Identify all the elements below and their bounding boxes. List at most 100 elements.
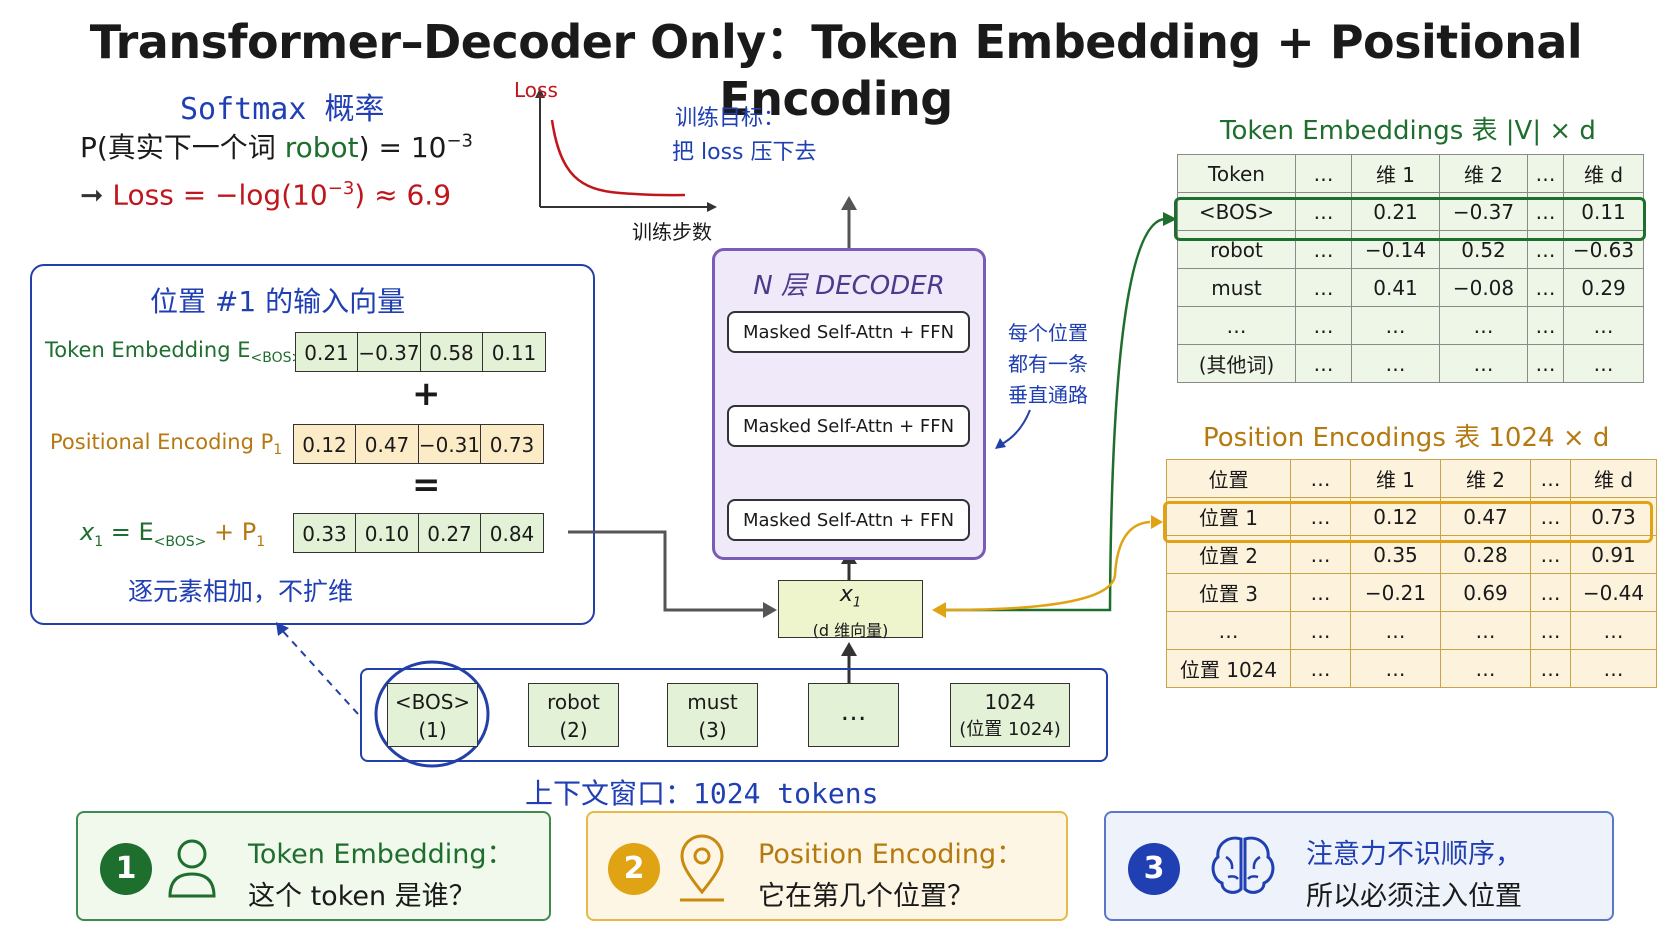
x1-plus-p: + P <box>206 518 257 546</box>
table-header-cell: … <box>1295 154 1352 193</box>
vector-cell: 0.11 <box>482 332 546 372</box>
table-cell: … <box>1527 344 1564 383</box>
token-text: robot <box>547 690 600 714</box>
card-number: 1 <box>100 843 152 895</box>
prob-word: robot <box>284 131 359 164</box>
table-row: ……………… <box>1177 306 1644 345</box>
x1-sub-p: 1 <box>256 533 266 550</box>
decoder-title: N 层 DECODER <box>753 271 945 301</box>
vector-cell: 0.33 <box>292 513 357 553</box>
loss-tail: ) ≈ 6.9 <box>354 178 452 212</box>
card-position-encoding <box>586 811 1068 921</box>
user-icon <box>168 839 216 898</box>
token-position: (3) <box>698 718 727 742</box>
table-cell: … <box>1177 306 1296 345</box>
table-cell: … <box>1563 306 1644 345</box>
table-cell: (其他词) <box>1177 344 1296 383</box>
table-header-cell: 维 d <box>1570 459 1657 498</box>
table-cell: … <box>1351 344 1440 383</box>
location-pin-icon <box>680 834 724 902</box>
table-cell: 0.29 <box>1563 268 1644 307</box>
card-title: Position Encoding： <box>758 839 1024 870</box>
table-cell: 0.41 <box>1351 268 1440 307</box>
table-cell: … <box>1563 344 1644 383</box>
prob-suffix: ) = 10 <box>358 131 447 164</box>
x1-box-sub: 1 <box>852 595 862 611</box>
card-subtitle: 它在第几个位置？ <box>758 881 974 912</box>
pos-table-title: Position Encodings 表 1024 × d <box>1203 423 1610 453</box>
card-attention-order <box>1104 811 1614 921</box>
context-token-ellipsis: … <box>808 683 899 747</box>
table-cell: −0.21 <box>1350 573 1441 612</box>
loss-axis-label: Loss <box>514 78 558 102</box>
x1-sub-bos: <BOS> <box>153 533 207 550</box>
loss-label: Loss = −log(10 <box>112 178 328 212</box>
table-header-cell: … <box>1530 459 1571 498</box>
context-window <box>360 668 1108 762</box>
token-embedding-label-text: Token Embedding E <box>45 338 251 362</box>
token-text: … <box>840 697 867 727</box>
context-token: must(3) <box>667 683 758 747</box>
x1-var: x <box>80 518 95 546</box>
prob-exponent: −3 <box>446 130 474 152</box>
table-cell: … <box>1290 573 1351 612</box>
loss-line: ➞ Loss = −log(10−3) ≈ 6.9 <box>80 178 451 211</box>
table-header-cell: 维 1 <box>1351 154 1440 193</box>
softmax-heading: Softmax 概率 <box>180 92 385 127</box>
table-cell: … <box>1350 611 1441 650</box>
table-cell: 位置 1024 <box>1166 649 1291 688</box>
table-cell: … <box>1570 649 1657 688</box>
table-cell: … <box>1350 649 1441 688</box>
table-cell: 0.69 <box>1440 573 1531 612</box>
vector-cell: 0.84 <box>480 513 544 553</box>
table-header-row: 位置 … 维 1 维 2 … 维 d <box>1166 459 1657 498</box>
loss-curve-plot <box>535 88 717 212</box>
loss-exponent: −3 <box>327 178 355 199</box>
table-row: ……………… <box>1166 611 1657 650</box>
table-cell: 位置 3 <box>1166 573 1291 612</box>
token-embedding-label: Token Embedding E<BOS> <box>45 338 303 366</box>
table-cell: … <box>1166 611 1291 650</box>
position1-row-highlight <box>1163 501 1653 543</box>
brain-icon <box>1211 836 1275 894</box>
token-text: <BOS> <box>394 690 471 714</box>
table-cell: … <box>1440 649 1531 688</box>
table-cell: … <box>1295 306 1352 345</box>
table-cell: … <box>1295 268 1352 307</box>
page-title: Transformer–Decoder Only：Token Embedding… <box>89 15 1583 126</box>
decoder-layer: Masked Self-Attn + FFN <box>727 311 970 353</box>
table-header-cell: … <box>1527 154 1564 193</box>
decoder-layer: Masked Self-Attn + FFN <box>727 405 970 447</box>
table-cell: … <box>1295 344 1352 383</box>
arrow-right-icon: ➞ <box>80 178 113 212</box>
token-position: (1) <box>418 718 447 742</box>
table-cell: … <box>1570 611 1657 650</box>
vector-cell: 0.58 <box>419 332 484 372</box>
side-note: 每个位置 都有一条 垂直通路 <box>1008 318 1088 411</box>
table-cell: … <box>1527 230 1564 269</box>
table-cell: … <box>1530 649 1571 688</box>
table-cell: 0.52 <box>1439 230 1528 269</box>
equals-sign: = <box>412 465 441 505</box>
card-subtitle: 所以必须注入位置 <box>1306 881 1522 912</box>
decoder-layer: Masked Self-Attn + FFN <box>727 499 970 541</box>
token-text: 1024 <box>984 690 1036 714</box>
context-token: <BOS> (1) <box>387 683 478 747</box>
table-cell: … <box>1530 573 1571 612</box>
table-cell: … <box>1439 344 1528 383</box>
side-note-line: 都有一条 <box>1008 352 1088 376</box>
table-header-cell: 维 2 <box>1439 154 1528 193</box>
table-cell: … <box>1290 649 1351 688</box>
token-embedding-vector: 0.21 −0.37 0.58 0.11 <box>294 332 546 372</box>
table-cell: −0.08 <box>1439 268 1528 307</box>
token-table-title: Token Embeddings 表 |V| × d <box>1220 116 1596 146</box>
context-token: robot(2) <box>528 683 619 747</box>
card-number: 2 <box>608 843 660 895</box>
table-row: must…0.41−0.08…0.29 <box>1177 268 1644 307</box>
x1-box-var: x <box>839 582 853 607</box>
table-header-cell: … <box>1290 459 1351 498</box>
x1-formula: x1 = E<BOS> + P1 <box>80 518 265 550</box>
